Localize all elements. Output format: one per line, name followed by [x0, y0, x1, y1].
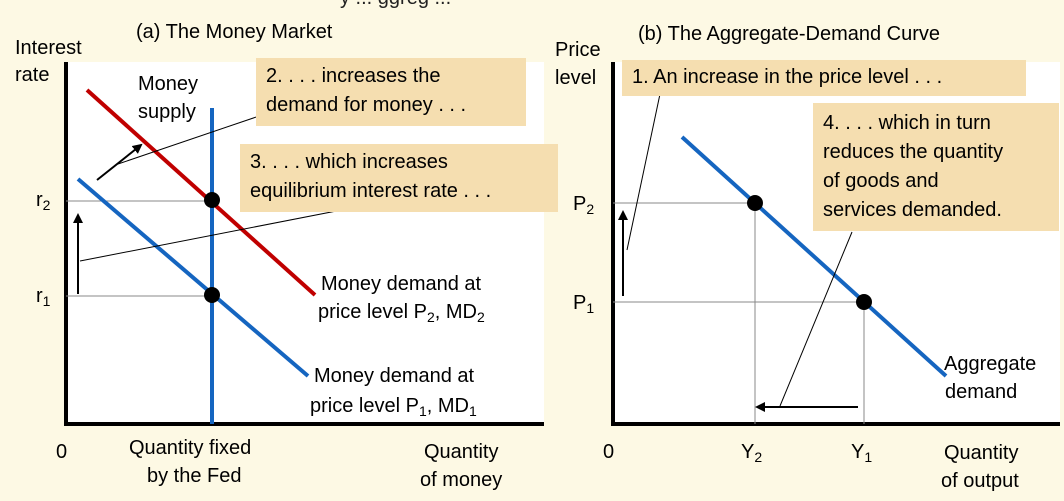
- diagonal-arrow-icon: [96, 143, 143, 181]
- money-supply-label-line1: Money: [138, 73, 199, 95]
- r1-label: r1: [36, 285, 51, 309]
- callout-4-line1: 4. . . . which in turn: [823, 112, 991, 134]
- money-market-title: (a) The Money Market: [136, 21, 333, 43]
- equilibrium-point-r1: [204, 287, 220, 303]
- callout-4-pointer: [779, 231, 853, 407]
- price-level-axis-label-line1: Price: [555, 39, 601, 61]
- ad-point-p1: [856, 294, 872, 310]
- y1-label: Y1: [851, 441, 873, 465]
- md2-label-line1: Money demand at: [321, 273, 482, 295]
- quantity-fixed-label-line1: Quantity fixed: [129, 437, 252, 459]
- callout-3-line1: 3. . . . which increases: [250, 151, 448, 173]
- callout-2-pointer: [117, 112, 269, 165]
- callout-2-line1: 2. . . . increases the: [266, 65, 441, 87]
- quantity-of-output-label-line1: Quantity: [944, 442, 1019, 464]
- ad-point-p2: [747, 195, 763, 211]
- md1-label-line1: Money demand at: [314, 365, 475, 387]
- callout-1: 1. An increase in the price level . . .: [622, 60, 1026, 96]
- r2-label: r2: [36, 189, 51, 213]
- interest-rate-axis-label-line1: Interest: [15, 37, 82, 59]
- y2-label: Y2: [741, 441, 763, 465]
- interest-rate-axis-label-line2: rate: [15, 64, 50, 86]
- money-supply-label-line2: supply: [138, 101, 196, 123]
- equilibrium-point-r2: [204, 192, 220, 208]
- md1-curve: [76, 177, 310, 378]
- quantity-fixed-label-line2: by the Fed: [147, 465, 242, 487]
- aggregate-demand-label-line2: demand: [945, 381, 1018, 403]
- aggregate-demand-title: (b) The Aggregate-Demand Curve: [638, 23, 941, 45]
- callout-4: 4. . . . which in turn reduces the quant…: [813, 103, 1059, 231]
- callout-2-line2: demand for money . . .: [266, 94, 467, 116]
- p2-label: P2: [573, 193, 595, 217]
- callout-3-line2: equilibrium interest rate . . .: [250, 180, 492, 202]
- callout-1-line1: 1. An increase in the price level . . .: [632, 66, 943, 88]
- p1-label: P1: [573, 292, 595, 316]
- quantity-of-output-label-line2: of output: [941, 470, 1019, 492]
- callout-3: 3. . . . which increases equilibrium int…: [240, 144, 558, 212]
- callout-2: 2. . . . increases the demand for money …: [256, 58, 526, 126]
- callout-4-line4: services demanded.: [823, 199, 1002, 221]
- callout-4-line2: reduces the quantity: [823, 141, 1004, 163]
- md2-label-line2: price level P2, MD2: [318, 301, 485, 325]
- callout-4-line3: of goods and: [823, 170, 939, 192]
- aggregate-demand-label-line1: Aggregate: [944, 353, 1037, 375]
- quantity-of-money-label-line1: Quantity: [424, 441, 499, 463]
- md1-label-line2: price level P1, MD1: [310, 395, 477, 419]
- price-level-axis-label-line2: level: [555, 67, 597, 89]
- money-market-origin: 0: [56, 441, 68, 463]
- callout-3-pointer: [79, 205, 363, 262]
- aggregate-demand-curve: [680, 135, 948, 378]
- md2-curve: [85, 88, 317, 297]
- top-partial-title: y ... ggreg ...: [340, 0, 451, 10]
- quantity-of-money-label-line2: of money: [420, 469, 503, 491]
- callout-1-pointer: [626, 93, 661, 251]
- aggregate-demand-origin: 0: [603, 441, 615, 463]
